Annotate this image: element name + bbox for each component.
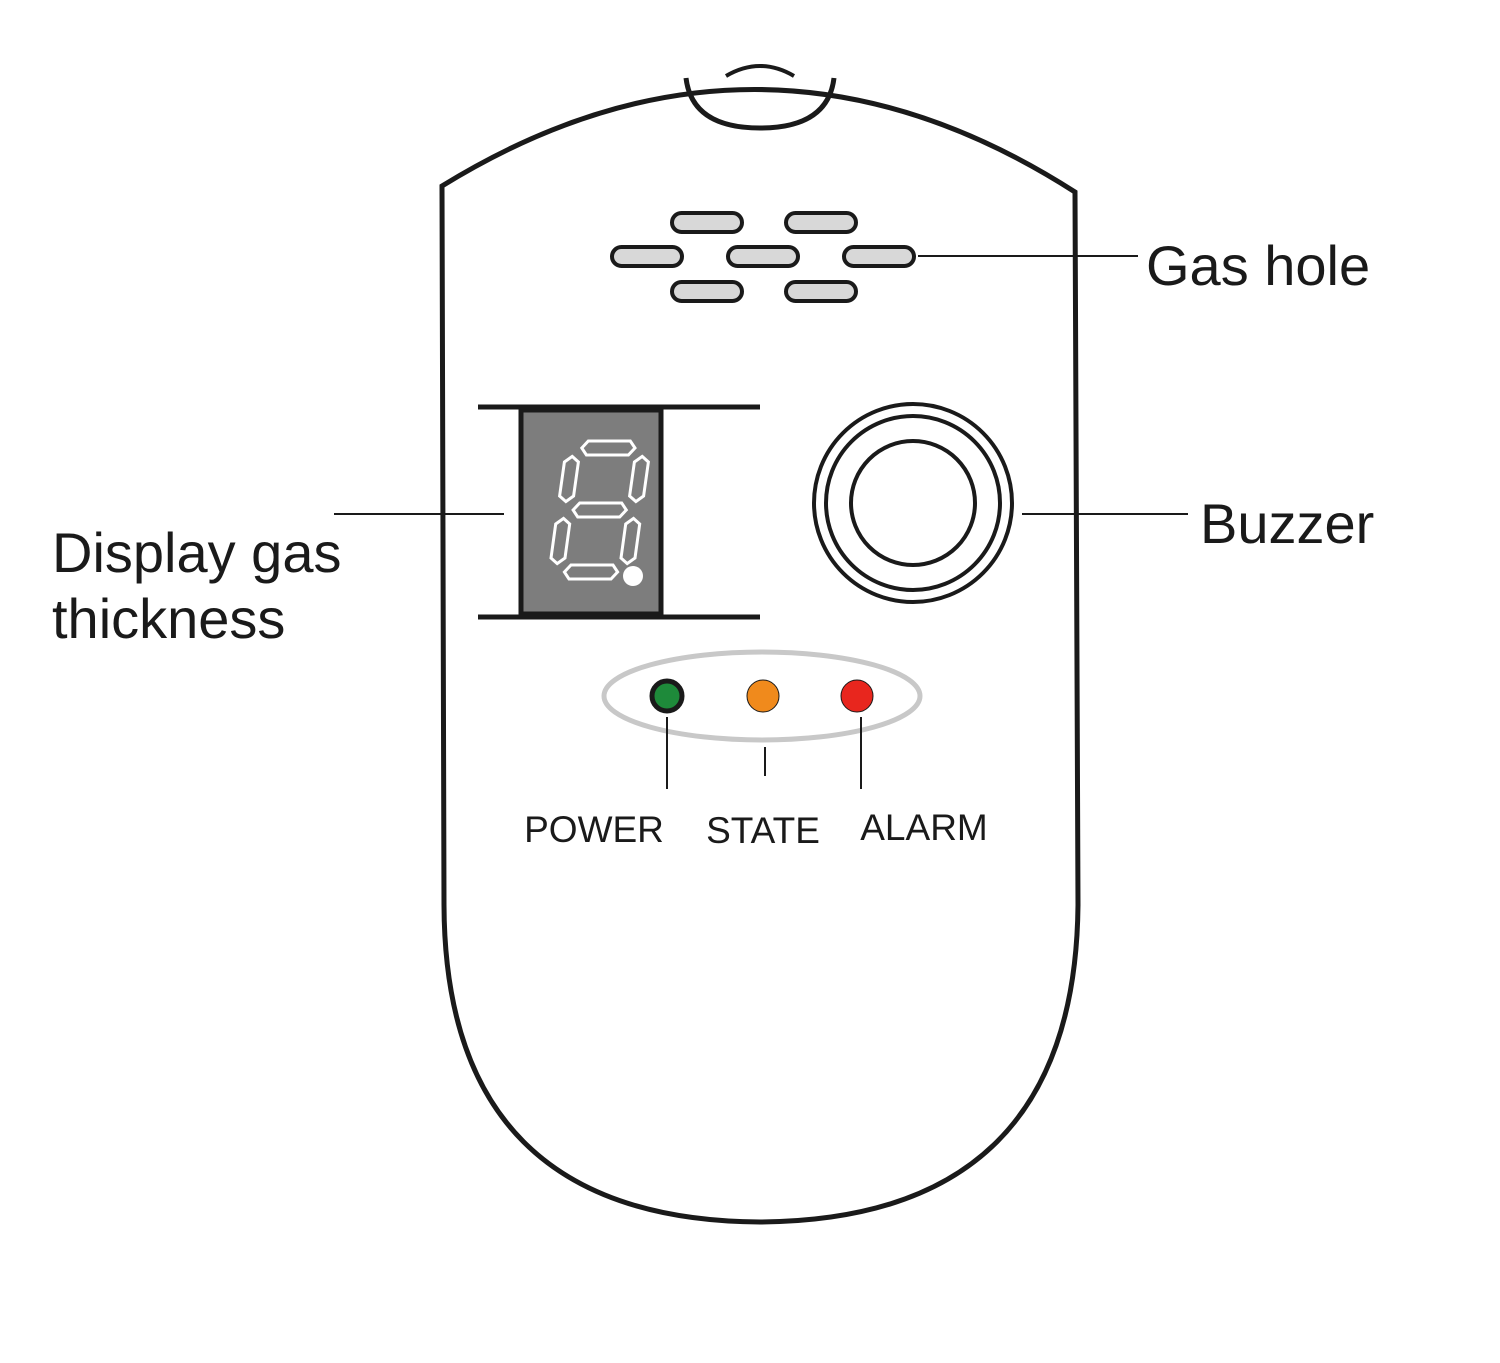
display-label-line1: Display gas (52, 521, 342, 584)
buzzer-label: Buzzer (1200, 492, 1375, 555)
vent-slot (610, 245, 684, 268)
seven-segment-digit (549, 439, 650, 581)
display-gas-thickness-label: Display gas thickness (52, 520, 341, 652)
alarm-label: ALARM (860, 807, 988, 848)
display-label-line2: thickness (52, 587, 286, 650)
vent-slot (726, 245, 800, 268)
vent-slot (784, 211, 858, 234)
digit-segment-e (549, 516, 572, 566)
vent-slot (842, 245, 916, 268)
digit-segment-d (562, 563, 620, 581)
digit-segment-f (558, 454, 580, 504)
vent-slot (670, 211, 744, 234)
power-led (649, 678, 685, 714)
digit-segment-b (628, 454, 650, 504)
digit-segment-g (571, 501, 629, 519)
vent-slot (784, 280, 858, 303)
power-label: POWER (524, 809, 664, 850)
digit-segment-c (619, 516, 642, 566)
device-body (439, 87, 1081, 1225)
led-panel-ring (601, 649, 923, 743)
state-led (746, 679, 780, 713)
buzzer-icon (812, 402, 1014, 604)
alarm-led (840, 679, 874, 713)
decimal-point (623, 566, 643, 586)
vent-slot (670, 280, 744, 303)
buzzer-inner-ring (849, 439, 977, 567)
state-label: STATE (706, 810, 820, 851)
gas-hole-label: Gas hole (1146, 234, 1371, 297)
hanging-notch-inner (724, 64, 796, 78)
digit-segment-a (579, 439, 637, 457)
gas-vent (610, 211, 916, 303)
hanging-notch (683, 77, 837, 131)
